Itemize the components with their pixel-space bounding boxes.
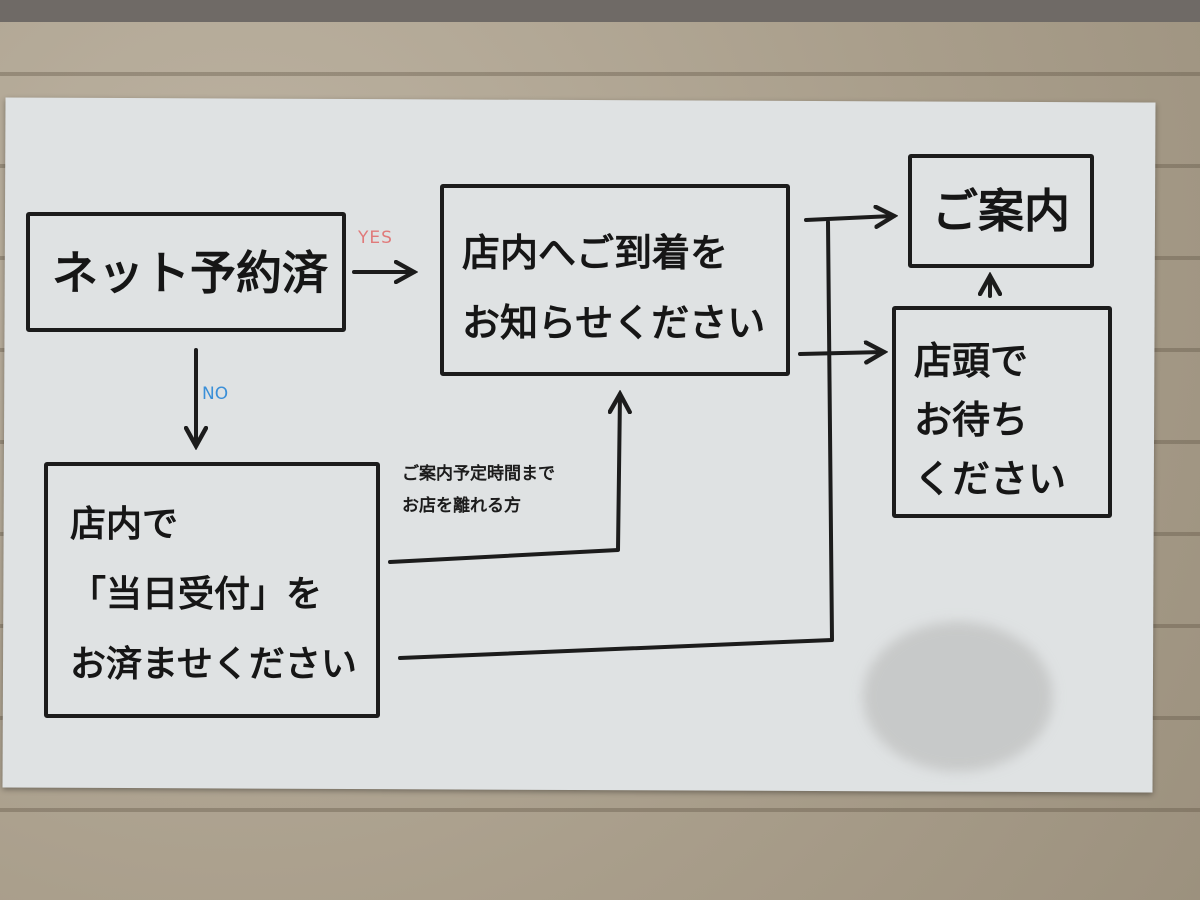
- away-note: ご案内予定時間まで お店を離れる方: [402, 458, 555, 523]
- wait-text-line2: お待ち: [914, 397, 1029, 442]
- checkin-box: 店内で 「当日受付」を お済ませください: [44, 462, 380, 718]
- guide-text: ご案内: [932, 184, 1070, 238]
- line-checkin-to-guide: [398, 220, 834, 660]
- reserved-box: ネット予約済: [26, 212, 346, 332]
- yes-label: YES: [358, 228, 393, 248]
- arrow-arrival-to-wait: [798, 352, 884, 354]
- window-frame: [0, 0, 1200, 22]
- wait-text-line3: ください: [914, 456, 1067, 501]
- arrival-box: 店内へご到着を お知らせください: [440, 184, 790, 376]
- wait-box: 店頭で お待ち ください: [892, 306, 1112, 518]
- checkin-text-line2: 「当日受付」を: [70, 574, 323, 616]
- wait-text-line1: 店頭で: [914, 339, 1029, 383]
- away-note-line1: ご案内予定時間まで: [402, 464, 555, 484]
- reserved-text: ネット予約済: [52, 246, 328, 300]
- checkin-text-line3: お済ませください: [70, 644, 357, 686]
- away-note-line2: お店を離れる方: [402, 496, 521, 517]
- arrival-text-line2: お知らせください: [462, 301, 766, 346]
- guide-box: ご案内: [908, 154, 1094, 268]
- arrow-away-to-arrival: [388, 394, 620, 564]
- arrival-text-line1: 店内へご到着を: [462, 231, 729, 275]
- no-label: NO: [202, 384, 229, 404]
- checkin-text-line1: 店内で: [70, 504, 179, 545]
- arrow-arrival-to-guide: [804, 216, 894, 220]
